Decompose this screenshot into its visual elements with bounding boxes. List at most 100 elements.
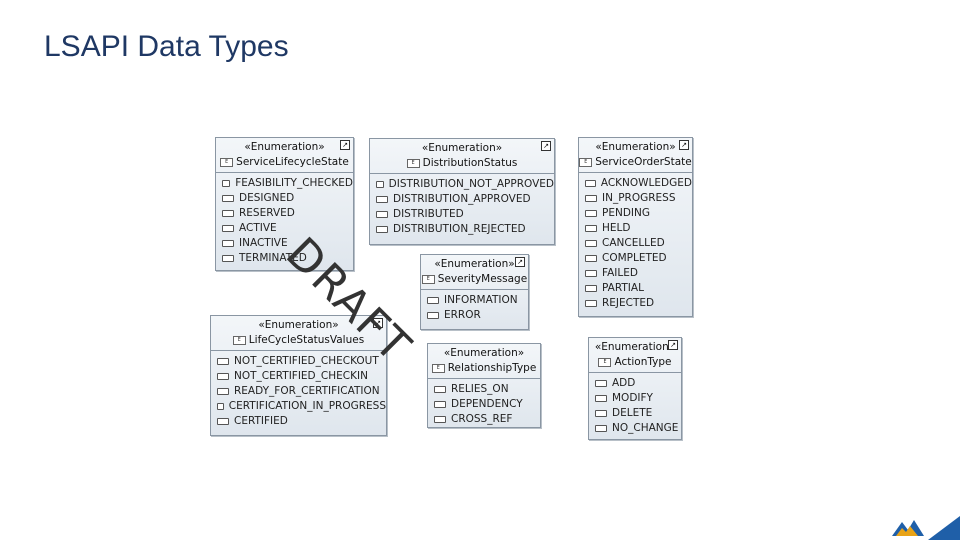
enum-literal: RESERVED (222, 206, 353, 221)
enum-literal: PARTIAL (585, 281, 692, 296)
literal-icon (434, 401, 446, 408)
enum-literal: PENDING (585, 206, 692, 221)
literal-icon (376, 181, 384, 188)
expand-icon[interactable]: ↗ (541, 141, 551, 151)
enum-name: RelationshipType (447, 362, 537, 374)
expand-icon[interactable]: ↗ (515, 257, 525, 267)
literal-icon (222, 195, 234, 202)
literal-icon (585, 240, 597, 247)
literal-icon (585, 180, 596, 187)
literal-icon (585, 285, 597, 292)
literal-icon (585, 255, 597, 262)
literal-icon (217, 373, 229, 380)
enum-stereotype: «Enumeration» (258, 319, 339, 331)
enum-literal: ACKNOWLEDGED (585, 176, 692, 191)
enum-stereotype: «Enumeration» (244, 141, 325, 153)
enum-stereotype: «Enumeration» (434, 258, 515, 270)
enum-literal: ERROR (427, 308, 528, 323)
enum-stereotype: «Enumeration» (443, 347, 525, 359)
enum-literal: DISTRIBUTED (376, 207, 554, 222)
literal-icon (222, 255, 234, 262)
literal-icon (217, 403, 224, 410)
enum-literal: DEPENDENCY (434, 397, 540, 412)
expand-icon[interactable]: ↗ (373, 318, 383, 328)
enum-literal: READY_FOR_CERTIFICATION (217, 384, 386, 399)
literal-icon (585, 270, 597, 277)
enum-literal: DISTRIBUTION_NOT_APPROVED (376, 177, 554, 192)
enum-literal: COMPLETED (585, 251, 692, 266)
enum-stereotype: «Enumeration» (594, 341, 676, 353)
literal-icon (222, 210, 234, 217)
enum-literal: MODIFY (595, 391, 681, 406)
enum-literal: DISTRIBUTION_REJECTED (376, 222, 554, 237)
page-title: LSAPI Data Types (44, 30, 289, 63)
logo-icon (892, 516, 960, 540)
enum-literal: CANCELLED (585, 236, 692, 251)
literal-icon (595, 410, 607, 417)
literal-icon (427, 312, 439, 319)
literal-icon (434, 386, 446, 393)
enum-literal: DELETE (595, 406, 681, 421)
literal-icon (427, 297, 439, 304)
enum-literal: NO_CHANGE (595, 421, 681, 436)
enum-name: ActionType (614, 356, 672, 368)
enum-literals: ADD MODIFY DELETE NO_CHANGE (589, 373, 681, 438)
enum-literal: DESIGNED (222, 191, 353, 206)
literal-icon (595, 380, 607, 387)
enum-literal: CROSS_REF (434, 412, 540, 427)
enum-name: SeverityMessage (437, 273, 528, 285)
literal-icon (222, 180, 231, 187)
enum-literals: ACKNOWLEDGED IN_PROGRESS PENDING HELD CA… (579, 173, 692, 313)
literal-icon (222, 240, 234, 247)
enumeration-icon: E (232, 336, 246, 345)
enumeration-icon: E (579, 158, 593, 167)
literal-icon (376, 226, 388, 233)
literal-icon (217, 358, 229, 365)
literal-icon (434, 416, 446, 423)
enum-literal: RELIES_ON (434, 382, 540, 397)
enum-literal: NOT_CERTIFIED_CHECKOUT (217, 354, 386, 369)
enum-name: ServiceOrderState (595, 156, 692, 168)
literal-icon (217, 388, 229, 395)
expand-icon[interactable]: ↗ (679, 140, 689, 150)
literal-icon (585, 210, 597, 217)
enumeration-icon: E (406, 159, 420, 168)
expand-icon[interactable]: ↗ (668, 340, 678, 350)
enumeration-icon: E (431, 364, 445, 373)
enumeration-icon: E (220, 158, 234, 167)
literal-icon (595, 425, 607, 432)
enum-literal: HELD (585, 221, 692, 236)
literal-icon (595, 395, 607, 402)
enumeration-icon: E (421, 275, 435, 284)
enum-literal: IN_PROGRESS (585, 191, 692, 206)
enum-name: DistributionStatus (422, 157, 518, 169)
literal-icon (217, 418, 229, 425)
enum-literal: REJECTED (585, 296, 692, 311)
enum-literals: FEASIBILITY_CHECKED DESIGNED RESERVED AC… (216, 173, 353, 268)
enum-literal: NOT_CERTIFIED_CHECKIN (217, 369, 386, 384)
enum-literal: CERTIFICATION_IN_PROGRESS (217, 399, 386, 414)
enum-literals: DISTRIBUTION_NOT_APPROVED DISTRIBUTION_A… (370, 174, 554, 239)
enum-literal: INACTIVE (222, 236, 353, 251)
literal-icon (585, 195, 597, 202)
enum-literal: DISTRIBUTION_APPROVED (376, 192, 554, 207)
expand-icon[interactable]: ↗ (340, 140, 350, 150)
enumeration-icon: E (598, 358, 612, 367)
enum-name: ServiceLifecycleState (236, 156, 349, 168)
literal-icon (585, 225, 597, 232)
enum-literals: RELIES_ON DEPENDENCY CROSS_REF (428, 379, 540, 429)
